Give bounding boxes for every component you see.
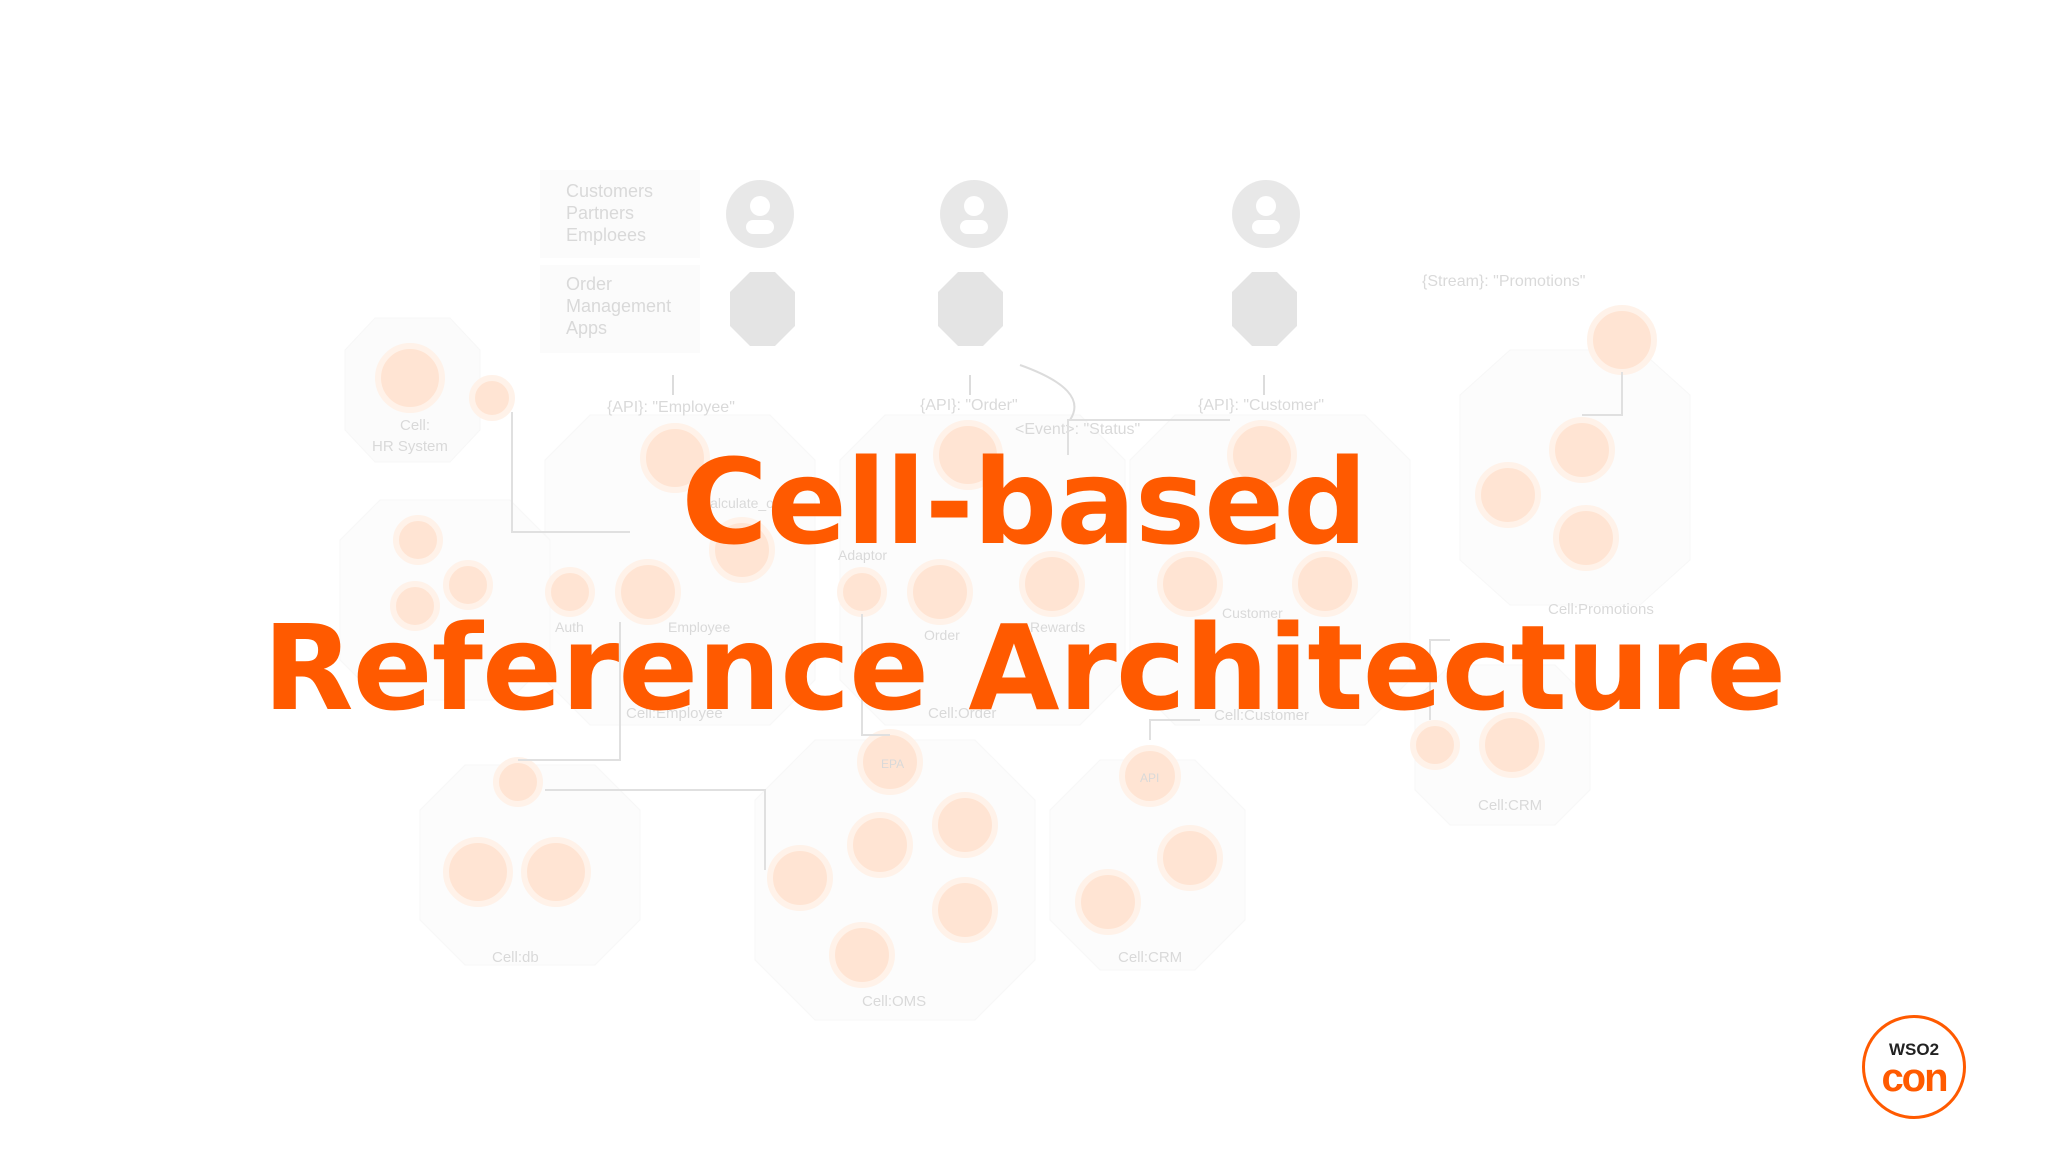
logo-wordmark-top: WSO2 <box>1888 1040 1940 1059</box>
cell-crm-bottom-shape <box>1049 759 1246 971</box>
api-label: {API}: "Order" <box>920 397 1018 414</box>
mobile-app-icon <box>730 272 795 346</box>
component-node <box>847 812 913 878</box>
component-node <box>1075 869 1141 935</box>
component-node <box>615 559 681 625</box>
rewards-node <box>1019 551 1085 617</box>
component-label: Employee <box>668 619 730 635</box>
epa-node <box>857 729 923 795</box>
order-node <box>907 559 973 625</box>
api-label: {API}: "Employee" <box>607 399 735 416</box>
adaptor-node <box>837 567 887 617</box>
component-node <box>829 922 895 988</box>
user-icon <box>726 180 794 248</box>
component-label: Adaptor <box>838 547 887 563</box>
logo-wordmark-bottom: con <box>1881 1056 1948 1100</box>
consumer-type: Partners <box>566 203 634 223</box>
component-node <box>1227 420 1297 490</box>
apps-label-box <box>540 265 700 353</box>
consumer-type: Emploees <box>566 225 646 245</box>
api-label: {API}: "Customer" <box>1198 397 1324 414</box>
event-label: <Event>: "Status" <box>1015 421 1140 438</box>
cell-label: Cell:OMS <box>862 993 926 1010</box>
wso2con-logo: WSO2 con <box>1862 1015 1966 1119</box>
slide-title-line-1: Cell-based <box>681 433 1367 571</box>
api-node <box>1119 745 1181 807</box>
cloud-node <box>375 343 445 413</box>
component-node <box>709 517 775 583</box>
component-label: Rewards <box>1030 619 1085 635</box>
component-node <box>932 877 998 943</box>
cell-promotions-shape <box>1459 349 1691 606</box>
component-node <box>933 420 1003 490</box>
promo-node <box>1549 417 1615 483</box>
gateway-node <box>469 375 515 421</box>
promo-node <box>1475 462 1541 528</box>
cell-label: HR System <box>372 438 448 455</box>
customer-node <box>1157 551 1223 617</box>
gateway-node <box>493 757 543 807</box>
consumer-label-box <box>540 170 700 258</box>
component-node <box>443 560 493 610</box>
component-node <box>1157 825 1223 891</box>
slide-title-line-2: Reference Architecture <box>262 599 1787 737</box>
cart-app-icon <box>1232 272 1297 346</box>
cell-oms-shape <box>754 739 1036 1021</box>
component-node <box>767 845 833 911</box>
component-label: Auth <box>555 619 584 635</box>
user-icon <box>940 180 1008 248</box>
cloud-node <box>1479 712 1545 778</box>
cell-label: Cell:CRM <box>1118 949 1182 966</box>
app-group-label: Order <box>566 274 612 294</box>
gateway-node <box>1410 720 1460 770</box>
app-group-label: Management <box>566 296 671 316</box>
kiosk-app-icon <box>938 272 1003 346</box>
auth-node <box>545 567 595 617</box>
cell-left-group-shape <box>339 499 551 701</box>
cell-customer-shape <box>1129 414 1411 726</box>
component-node <box>390 581 440 631</box>
cell-order-shape <box>839 414 1126 726</box>
component-label: Calculate_ot <box>700 495 778 511</box>
cell-label: Cell:Promotions <box>1548 601 1654 618</box>
cell-label: Cell:Order <box>928 705 996 722</box>
promo-node <box>1553 505 1619 571</box>
component-node <box>1292 551 1358 617</box>
cell-label: Cell: <box>400 417 430 434</box>
app-group-label: Apps <box>566 318 607 338</box>
server-node <box>521 837 591 907</box>
component-label: Customer <box>1222 605 1283 621</box>
component-node <box>932 792 998 858</box>
promo-node <box>1587 305 1657 375</box>
component-label: Order <box>924 627 960 643</box>
node-glyph: EPA <box>881 757 904 771</box>
cell-label: Cell:CRM <box>1478 797 1542 814</box>
stream-label: {Stream}: "Promotions" <box>1422 273 1585 290</box>
cell-employee-shape <box>544 414 816 726</box>
server-node <box>443 837 513 907</box>
cell-db-shape <box>419 764 641 966</box>
consumer-type: Customers <box>566 181 653 201</box>
node-glyph: API <box>1140 771 1159 785</box>
cell-crm-right-shape <box>1414 664 1591 826</box>
user-icon <box>1232 180 1300 248</box>
cell-hr-system-shape <box>344 317 481 463</box>
component-node <box>640 423 710 493</box>
cell-label: Cell:Customer <box>1214 707 1309 724</box>
cell-label: Cell:Employee <box>626 705 723 722</box>
cell-label: Cell:db <box>492 949 539 966</box>
component-node <box>393 515 443 565</box>
